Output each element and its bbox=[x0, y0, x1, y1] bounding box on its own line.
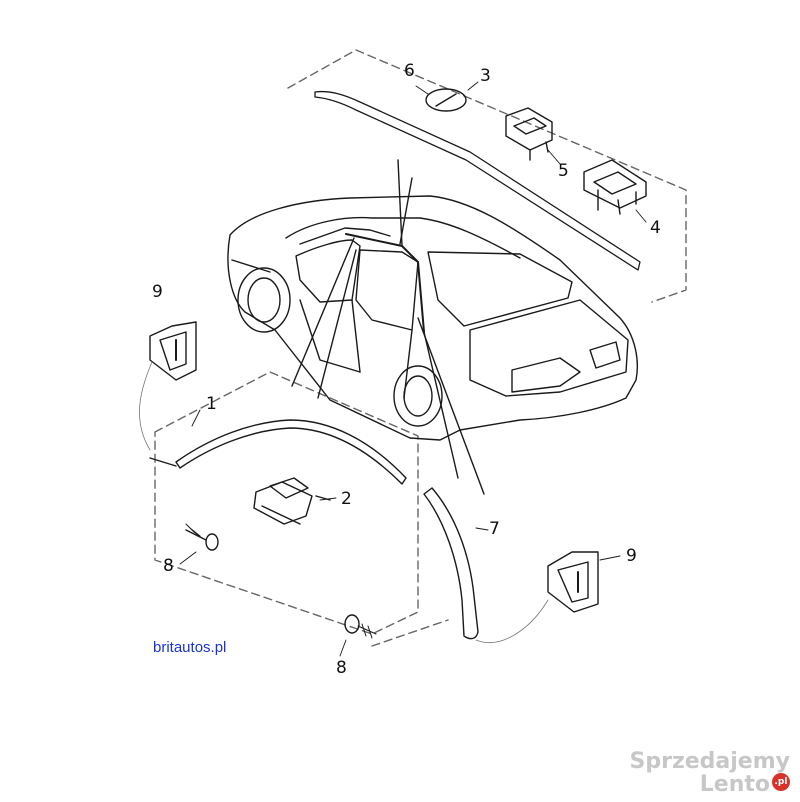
callout-1: 1 bbox=[206, 394, 217, 414]
callout-3: 3 bbox=[480, 66, 491, 86]
watermark-badge: .pl bbox=[772, 772, 790, 791]
clip-2 bbox=[253, 477, 331, 525]
group-box-3 bbox=[287, 49, 687, 303]
callout-9-left: 9 bbox=[152, 282, 163, 302]
callout-8-upper: 8 bbox=[163, 556, 174, 576]
watermark-line2: Lento bbox=[699, 771, 770, 797]
car-outline bbox=[227, 195, 639, 441]
callout-8-lower: 8 bbox=[336, 658, 347, 678]
website-link[interactable]: britautos.pl bbox=[153, 639, 227, 656]
moulding-1 bbox=[175, 419, 407, 485]
clip-9-right bbox=[547, 551, 599, 613]
part-4-clip bbox=[583, 159, 647, 215]
screw-8-lower bbox=[344, 614, 377, 639]
callout-7: 7 bbox=[489, 519, 500, 539]
part-6-cap bbox=[425, 88, 467, 112]
callout-6: 6 bbox=[404, 61, 415, 81]
part-5-clip bbox=[505, 107, 553, 161]
roof-moulding-3 bbox=[314, 90, 641, 271]
callout-2: 2 bbox=[341, 489, 352, 509]
callout-9-right: 9 bbox=[626, 546, 637, 566]
pillar-trim-7 bbox=[423, 487, 479, 640]
group-box-1 bbox=[154, 371, 419, 635]
watermark-line1: Sprzedajemy bbox=[629, 748, 791, 774]
callout-4: 4 bbox=[650, 218, 661, 238]
watermark: Sprzedajemy Lento.pl bbox=[629, 748, 791, 797]
callout-5: 5 bbox=[558, 161, 569, 181]
group-box-7-lead bbox=[371, 619, 449, 647]
screw-8-upper bbox=[185, 523, 219, 551]
clip-9-left bbox=[149, 321, 197, 381]
